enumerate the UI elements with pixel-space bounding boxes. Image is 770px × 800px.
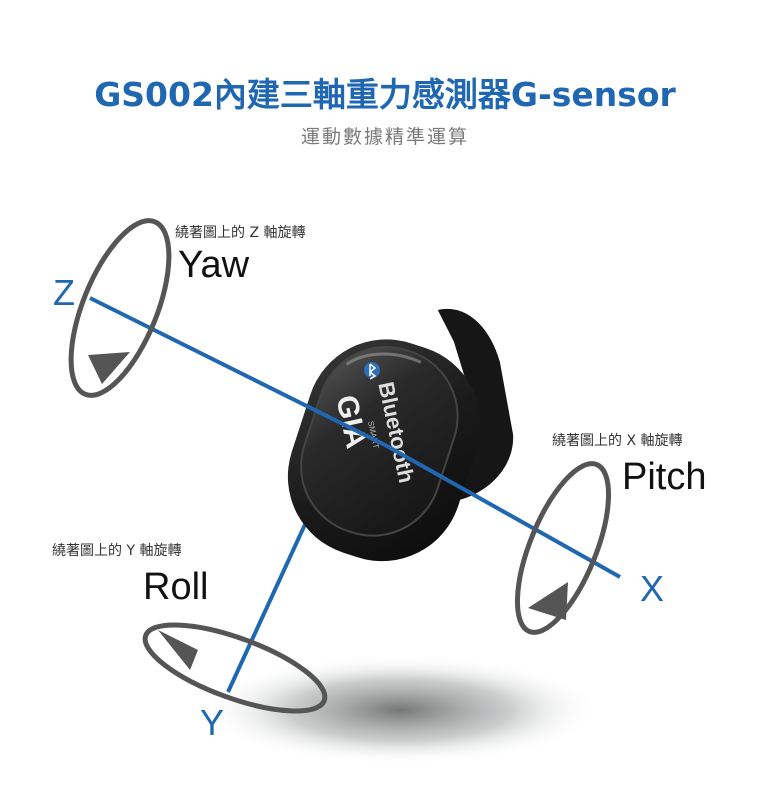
y-axis-label: Y: [200, 702, 225, 743]
pitch-label: Pitch: [622, 456, 707, 498]
pitch-arrow-icon: [528, 582, 568, 620]
yaw-arrow-icon: [88, 352, 130, 384]
roll-label: Roll: [143, 566, 209, 608]
z-axis-line: [89, 296, 386, 447]
pitch-caption: 繞著圖上的 X 軸旋轉: [552, 433, 683, 449]
yaw-label: Yaw: [178, 244, 250, 286]
device-clip: [399, 308, 514, 516]
yaw-caption: 繞著圖上的 Z 軸旋轉: [175, 225, 306, 241]
roll-arrow-icon: [158, 630, 198, 670]
pitch-rotation-ring: [514, 461, 612, 635]
yaw-rotation-ring: [68, 218, 172, 398]
page-title: GS002內建三軸重力感測器G-sensor: [94, 75, 676, 114]
page-subtitle: 運動數據精準運算: [300, 126, 469, 148]
device: [287, 308, 514, 562]
device-shadow: [200, 655, 600, 765]
z-axis-label: Z: [53, 272, 75, 313]
roll-caption: 繞著圖上的 Y 軸旋轉: [52, 543, 182, 559]
roll-rotation-ring: [142, 622, 328, 714]
x-axis-line: [384, 443, 621, 579]
x-axis-label: X: [640, 568, 665, 609]
